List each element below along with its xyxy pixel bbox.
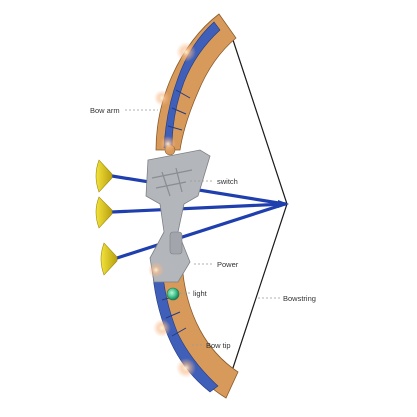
light-led <box>166 287 180 301</box>
suction-cup-top <box>95 159 113 193</box>
arrow-shaft-bottom <box>115 202 287 260</box>
power-switch <box>169 231 183 255</box>
upper-limb <box>155 13 237 151</box>
label-bow-tip: Bow tip <box>206 341 231 350</box>
label-switch: switch <box>217 177 238 186</box>
bowstring <box>228 39 288 381</box>
arrow-shaft-middle <box>110 202 287 214</box>
suction-cup-middle <box>95 196 113 229</box>
label-power: Power <box>217 260 239 269</box>
grip-riser <box>145 144 211 283</box>
leader-lines <box>125 109 280 346</box>
label-light: light <box>193 289 207 298</box>
label-bowstring: Bowstring <box>283 294 316 303</box>
label-bow-arm: Bow arm <box>90 106 120 115</box>
glow-lights <box>148 42 196 378</box>
suction-cup-bottom <box>100 242 118 276</box>
arrow-nock <box>278 200 289 208</box>
